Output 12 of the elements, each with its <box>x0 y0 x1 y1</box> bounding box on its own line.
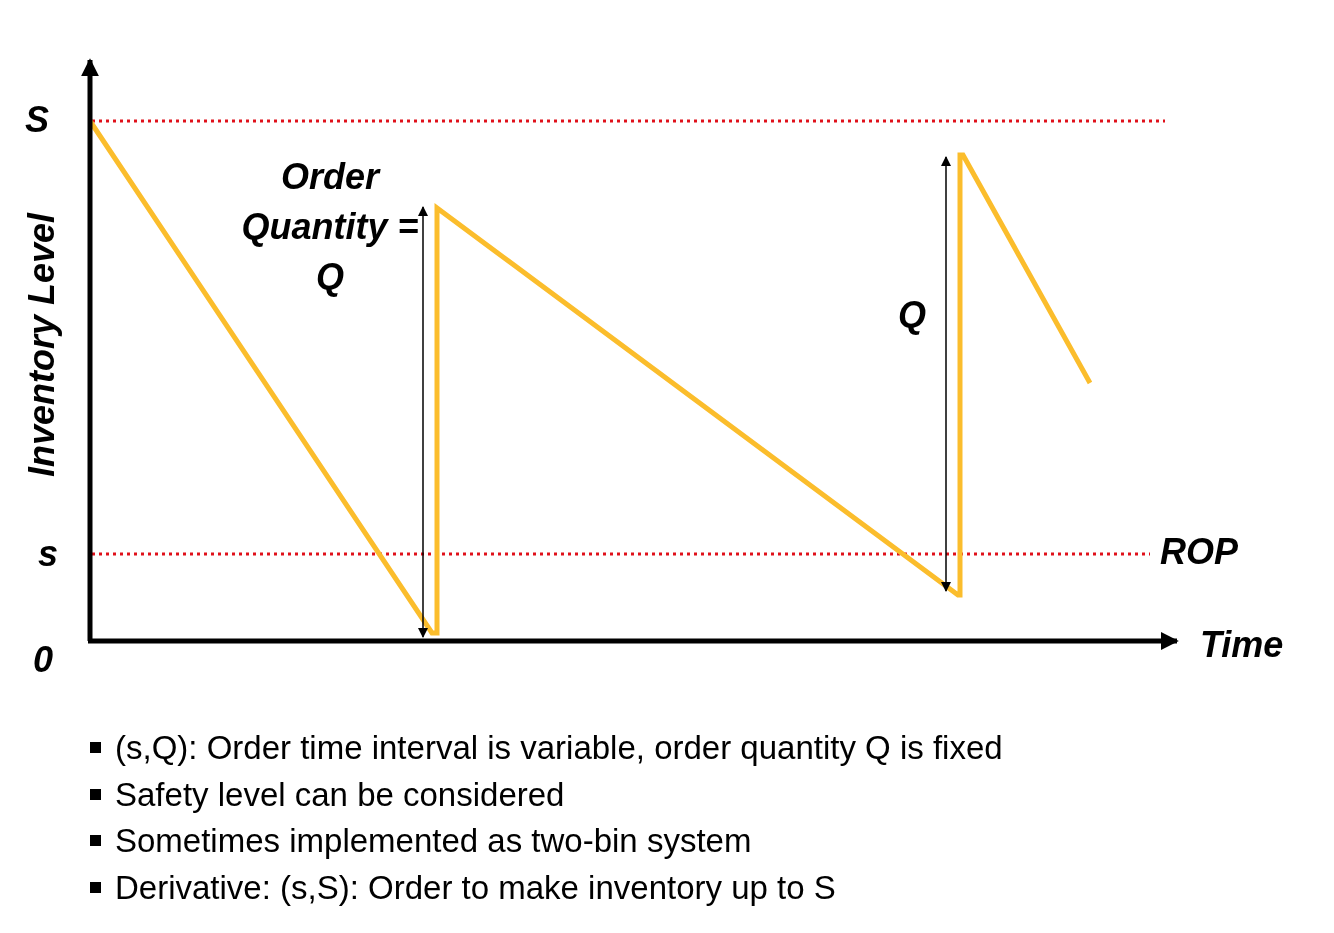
axis-tick-label: S <box>25 98 49 142</box>
line-label: ROP <box>1160 530 1238 574</box>
bullet-text: (s,Q): Order time interval is variable, order quantity Q is fixed <box>115 728 1003 768</box>
bullet-text: Safety level can be considered <box>115 775 565 815</box>
axis-title: Inventory Level <box>20 212 64 478</box>
quantity-annotation: Q <box>898 293 926 337</box>
axis-tick-label: s <box>38 532 59 576</box>
bullet-text: Derivative: (s,S): Order to make inventory up to S <box>115 868 836 908</box>
quantity-annotation: Order Quantity = Q <box>240 155 420 299</box>
axis-tick-label: 0 <box>33 638 54 682</box>
axis-title: Time <box>1200 623 1284 667</box>
bullet-text: Sometimes implemented as two-bin system <box>115 821 752 861</box>
